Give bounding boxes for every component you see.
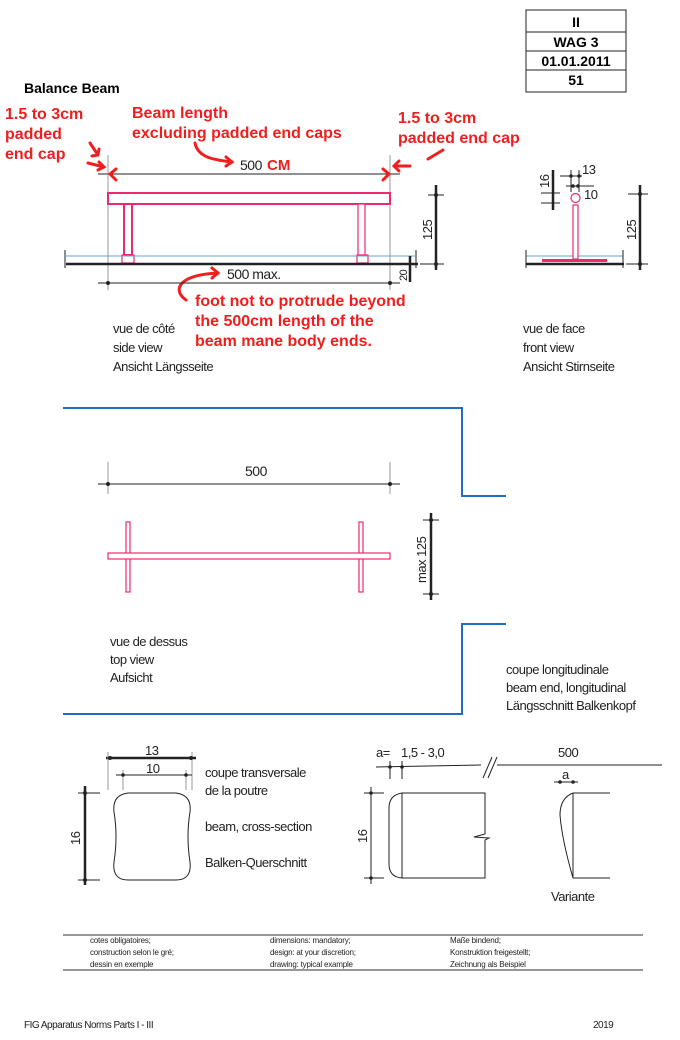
- legend-fr-2: construction selon le gré;: [90, 948, 174, 957]
- variant-a-dim: a: [562, 767, 570, 782]
- page-title: Balance Beam: [24, 80, 120, 96]
- front-leg: [572, 204, 579, 260]
- header-box: II WAG 3 01.01.2011 51: [525, 9, 627, 93]
- beam-leg: [357, 203, 366, 256]
- beam-end-profile: [402, 792, 491, 879]
- variant-label: Variante: [551, 889, 595, 904]
- cross-16-dim: 16: [68, 831, 83, 845]
- legend-de-1: Maße bindend;: [450, 936, 501, 945]
- front-10-dim: 10: [584, 187, 598, 202]
- side-length-dim: 500: [240, 157, 263, 173]
- side-view-label-en: side view: [113, 340, 163, 355]
- long-range-dim: 1,5 - 3,0: [401, 745, 444, 760]
- front-view-label-en: front view: [523, 340, 575, 355]
- long-label-de: Längsschnitt Balkenkopf: [506, 698, 636, 713]
- cross-label-fr-2: de la poutre: [205, 783, 268, 798]
- front-view: 125 16 13 10 vue de face front view Ansi…: [523, 162, 648, 374]
- beam-cross-profile: [113, 792, 191, 881]
- longitudinal-section: a= 1,5 - 3,0 500 16 a Variante: [355, 745, 662, 904]
- long-label-en: beam end, longitudinal: [506, 680, 626, 695]
- annotations: 1.5 to 3cm padded end cap Beam length ex…: [5, 105, 520, 350]
- arrow-icon: [193, 141, 235, 168]
- header-page: 51: [568, 72, 584, 88]
- legend-en-1: dimensions: mandatory;: [270, 936, 351, 945]
- foot-note-2: the 500cm length of the: [195, 313, 374, 330]
- arrow-icon: [177, 266, 221, 302]
- front-view-label-de: Ansicht Stirnseite: [523, 359, 615, 374]
- footer-year: 2019: [593, 1020, 614, 1031]
- top-view-label-de: Aufsicht: [110, 670, 153, 685]
- legend-table: cotes obligatoires; construction selon l…: [63, 934, 643, 971]
- variant-profile: [559, 792, 574, 879]
- top-beam: [107, 552, 391, 560]
- beam-length-note-2: excluding padded end caps: [132, 125, 342, 142]
- front-view-label-fr: vue de face: [523, 321, 585, 336]
- front-16-dim: 16: [537, 174, 552, 188]
- beam-profile: [570, 192, 581, 204]
- beam-length-note-1: Beam length: [132, 105, 228, 122]
- longitudinal-section-labels: coupe longitudinale beam end, longitudin…: [506, 662, 637, 713]
- cm-unit: CM: [267, 157, 290, 174]
- arrow-icon: [391, 159, 412, 173]
- long-label-fr: coupe longitudinale: [506, 662, 609, 677]
- right-cap-note-2: padded end cap: [398, 130, 520, 147]
- header-section: II: [572, 14, 580, 30]
- left-cap-note-3: end cap: [5, 146, 66, 163]
- long-16-dim: 16: [355, 829, 370, 843]
- header-date: 01.01.2011: [541, 53, 611, 69]
- frame-line: [63, 623, 506, 715]
- side-view-label-fr: vue de côté: [113, 321, 175, 336]
- header-apparatus: WAG 3: [553, 34, 598, 50]
- cross-section: 13 10 16 coupe transversale de la poutre…: [68, 743, 313, 885]
- side-height-dim: 125: [420, 220, 435, 240]
- beam-body: [107, 192, 391, 205]
- cross-13-dim: 13: [145, 743, 159, 758]
- left-cap-note-1: 1.5 to 3cm: [5, 106, 83, 123]
- legend-fr-1: cotes obligatoires;: [90, 936, 151, 945]
- legend-de-3: Zeichnung als Beispiel: [450, 960, 526, 969]
- arrow-icon: [426, 148, 445, 161]
- footer-title: FIG Apparatus Norms Parts I - III: [24, 1020, 153, 1031]
- front-foot: [542, 259, 607, 262]
- left-cap-note-2: padded: [5, 126, 62, 143]
- side-view-label-de: Ansicht Längsseite: [113, 359, 213, 374]
- arrow-icon: [88, 141, 101, 158]
- cross-label-en: beam, cross-section: [205, 819, 312, 834]
- long-a-dim: a=: [376, 745, 390, 760]
- foot-note-1: foot not to protrude beyond: [195, 293, 406, 310]
- legend-fr-3: dessin en exemple: [90, 960, 154, 969]
- side-max-dim: 500 max.: [227, 266, 281, 282]
- top-view-label-fr: vue de dessus: [110, 634, 188, 649]
- top-length-dim: 500: [245, 463, 268, 479]
- top-view-label-en: top view: [110, 652, 155, 667]
- legend-en-3: drawing: typical example: [270, 960, 354, 969]
- top-view: 500 max 125 vue de dessus top view Aufsi…: [98, 462, 439, 685]
- arrow-icon: [86, 160, 107, 172]
- side-view: 500 CM 500 max. 125 20 vue de côté side …: [64, 155, 444, 374]
- cross-10-dim: 10: [146, 761, 160, 776]
- cross-label-de: Balken-Querschnitt: [205, 855, 307, 870]
- side-base-dim: 20: [398, 269, 410, 281]
- end-cap-profile: [388, 792, 403, 879]
- front-height-dim: 125: [624, 220, 639, 240]
- long-500-dim: 500: [558, 745, 578, 760]
- front-13-dim: 13: [582, 162, 596, 177]
- cross-label-fr-1: coupe transversale: [205, 765, 306, 780]
- beam-leg: [123, 203, 133, 256]
- foot-note-3: beam mane body ends.: [195, 333, 372, 350]
- frame-line: [63, 407, 506, 497]
- top-width-dim: max 125: [414, 536, 429, 583]
- legend-en-2: design: at your discretion;: [270, 948, 356, 957]
- right-cap-note-1: 1.5 to 3cm: [398, 110, 476, 127]
- legend-de-2: Konstruktion freigestellt;: [450, 948, 530, 957]
